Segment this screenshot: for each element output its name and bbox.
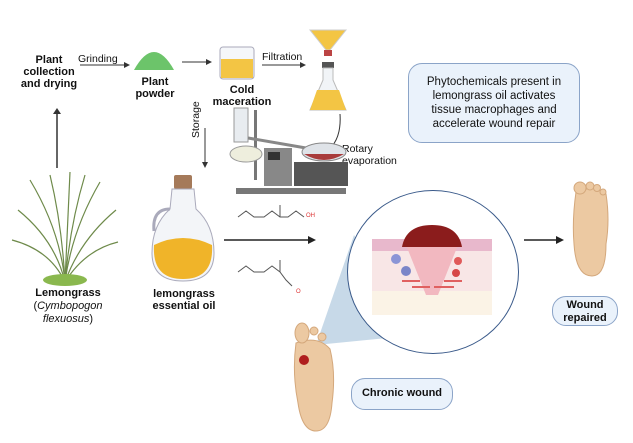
badge-line: Wound: [566, 299, 604, 311]
lemongrass-species: (Cymbopogon flexuosus): [8, 300, 128, 326]
label-line: Rotary: [342, 143, 373, 155]
info-line: accelerate wound repair: [432, 118, 556, 130]
paren-open: (: [33, 300, 38, 312]
lemongrass-name: Lemongrass: [35, 287, 101, 299]
label-line: collection: [23, 66, 75, 78]
info-line: lemongrass oil activates: [432, 90, 556, 102]
info-box: Phytochemicals present in lemongrass oil…: [408, 63, 580, 143]
plant-collection-label: Plant collection and drying: [18, 54, 80, 90]
species-name: Cymbopogon flexuosus: [37, 300, 103, 325]
label-line: and drying: [20, 78, 78, 90]
cold-maceration-label: Cold maceration: [210, 84, 274, 108]
rotary-evaporation-label: Rotary evaporation: [342, 143, 397, 167]
label-line: lemongrass: [153, 288, 215, 300]
essential-oil-label: lemongrass essential oil: [142, 288, 226, 312]
label-line: evaporation: [342, 155, 397, 167]
up-arrow: [53, 108, 61, 168]
label-line: Plant: [35, 54, 63, 66]
essential-oil-bottle-icon: [151, 175, 215, 282]
geraniol-structure: [237, 205, 305, 218]
label-line: Plant: [141, 76, 169, 88]
powder-to-maceration-arrow: [182, 59, 212, 65]
paren-close: ): [89, 313, 94, 325]
lemongrass-label: Lemongrass (Cymbopogon flexuosus): [8, 287, 128, 326]
wound-repaired-badge: Wound repaired: [552, 296, 618, 326]
beaker-icon: [219, 46, 255, 80]
info-line: tissue macrophages and: [431, 104, 557, 116]
chronic-wound-badge: Chronic wound: [351, 378, 453, 410]
oil-to-wound-arrow: [224, 236, 316, 244]
rotary-evaporator-icon: [229, 107, 348, 194]
label-line: essential oil: [152, 300, 216, 312]
label-line: Cold: [229, 84, 255, 96]
plant-powder-icon: [134, 52, 174, 70]
filtration-label: Filtration: [262, 51, 303, 63]
plant-powder-label: Plant powder: [130, 76, 180, 100]
info-line: Phytochemicals present in: [426, 76, 562, 88]
badge-line: repaired: [563, 312, 607, 324]
filtration-arrow: [262, 62, 306, 68]
to-repaired-arrow: [524, 236, 564, 244]
funnel-flask-icon: [308, 29, 348, 111]
citral-o: O: [296, 289, 301, 295]
grinding-label: Grinding: [78, 53, 118, 65]
wound-magnified-circle: [347, 190, 519, 354]
storage-arrow: [202, 128, 208, 168]
healthy-foot-icon: [572, 181, 609, 277]
lemongrass-plant-icon: [11, 171, 119, 286]
skin-cross-section: [372, 225, 492, 315]
label-line: maceration: [212, 96, 272, 108]
geraniol-oh: OH: [306, 213, 315, 219]
citral-structure: [237, 260, 293, 287]
grinding-arrow: [80, 62, 130, 68]
wounded-foot-icon: [293, 322, 335, 432]
label-line: powder: [135, 88, 175, 100]
